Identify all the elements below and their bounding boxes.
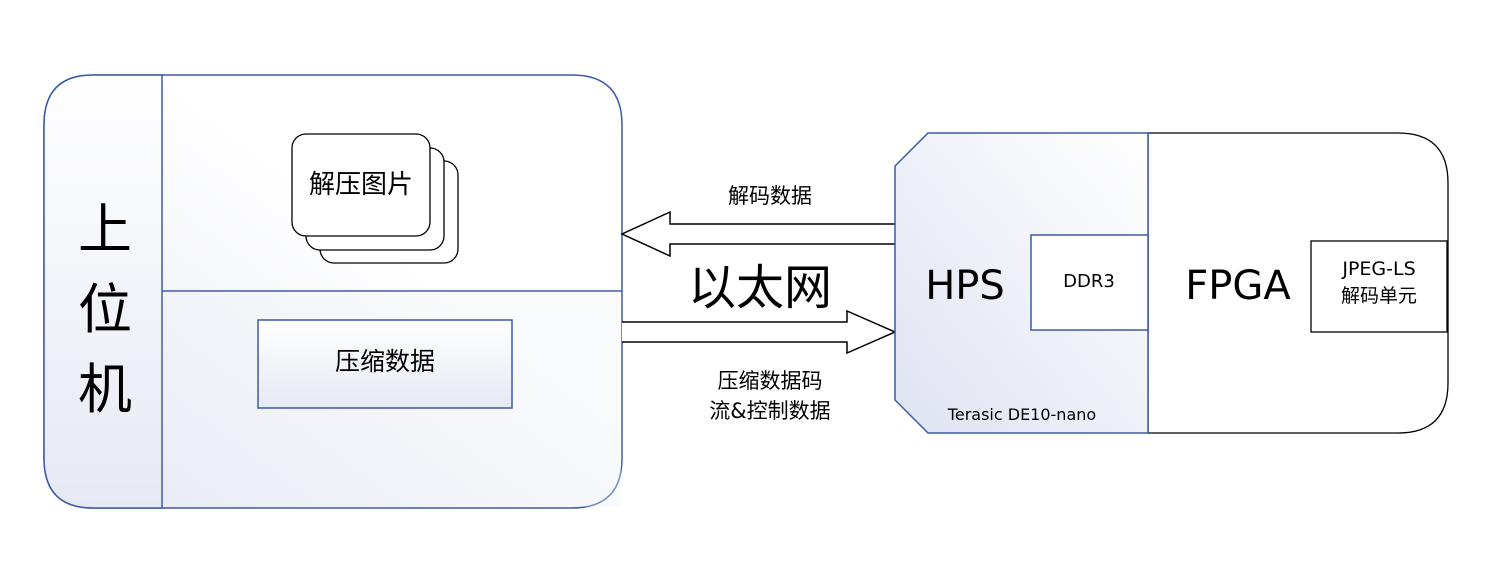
host-panel <box>43 74 623 509</box>
fpga-label: FPGA <box>1185 263 1291 309</box>
compressed-stream-label-line-2: 流&控制数据 <box>709 399 831 423</box>
host-side-bar <box>43 74 163 509</box>
decoder-unit-label-line-1: JPEG-LS <box>1342 258 1416 280</box>
compressed-stream-label-line-1: 压缩数据码 <box>717 369 823 393</box>
decompressed-images-label: 解压图片 <box>308 170 413 200</box>
fpga-section <box>1147 132 1449 434</box>
ddr3-box <box>1030 234 1149 331</box>
board-panel <box>894 132 1449 434</box>
decoded-data-label: 解码数据 <box>728 184 812 208</box>
board-name-label: Terasic DE10-nano <box>947 405 1097 424</box>
decoder-unit-label-line-2: 解码单元 <box>1340 285 1417 307</box>
decoder-unit-box <box>1310 240 1448 333</box>
host-title-char-1: 上 <box>78 198 132 261</box>
host-title-char-3: 机 <box>78 358 132 421</box>
compressed-data-label: 压缩数据 <box>334 347 435 376</box>
host-title: 上 位 机 <box>70 190 140 430</box>
decoded-data-arrow <box>620 210 895 258</box>
host-title-char-2: 位 <box>78 278 132 341</box>
hps-section <box>894 132 1149 434</box>
decoder-unit-label: JPEG-LS 解码单元 <box>1311 256 1447 310</box>
hps-label: HPS <box>925 263 1005 309</box>
ddr3-label: DDR3 <box>1063 271 1115 292</box>
compressed-data-box <box>257 319 513 409</box>
ethernet-label: 以太网 <box>687 260 832 316</box>
image-stack-front <box>291 133 431 237</box>
compressed-stream-label: 压缩数据码 流&控制数据 <box>680 366 860 426</box>
